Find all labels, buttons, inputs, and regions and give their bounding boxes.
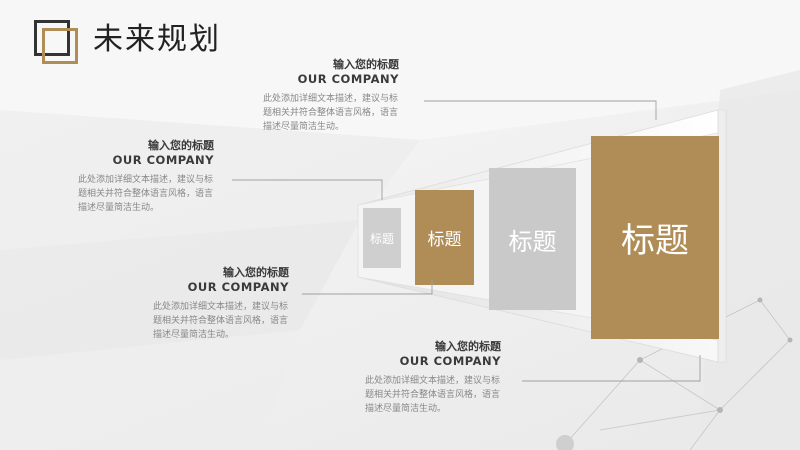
block-1-heading: 输入您的标题 [333, 58, 399, 71]
tile-1-label: 标题 [369, 231, 394, 246]
text-block-4: 输入您的标题 OUR COMPANY 此处添加详细文本描述，建议与标题相关并符合… [365, 340, 501, 416]
block-3-subheading: OUR COMPANY [187, 280, 289, 294]
block-4-subheading: OUR COMPANY [399, 354, 501, 368]
tile-1: 标题 [363, 208, 401, 268]
block-1-body: 此处添加详细文本描述，建议与标题相关并符合整体语言风格，语言描述尽量简洁生动。 [263, 94, 399, 132]
logo-square-front [42, 28, 78, 64]
block-2-subheading: OUR COMPANY [112, 153, 214, 167]
text-block-2: 输入您的标题 OUR COMPANY 此处添加详细文本描述，建议与标题相关并符合… [78, 139, 214, 215]
block-4-body: 此处添加详细文本描述，建议与标题相关并符合整体语言风格，语言描述尽量简洁生动。 [365, 376, 501, 414]
page-title: 未来规划 [93, 22, 221, 57]
block-3-heading: 输入您的标题 [223, 266, 289, 279]
tile-3-label: 标题 [508, 227, 557, 256]
block-2-heading: 输入您的标题 [148, 139, 214, 152]
logo-square-back [34, 20, 70, 56]
tile-4: 标题 [591, 136, 719, 339]
text-block-1: 输入您的标题 OUR COMPANY 此处添加详细文本描述，建议与标题相关并符合… [263, 58, 399, 134]
block-4-heading: 输入您的标题 [435, 340, 501, 353]
block-1-subheading: OUR COMPANY [297, 72, 399, 86]
block-2-body: 此处添加详细文本描述，建议与标题相关并符合整体语言风格，语言描述尽量简洁生动。 [78, 175, 214, 213]
tile-4-label: 标题 [621, 221, 689, 261]
text-block-3: 输入您的标题 OUR COMPANY 此处添加详细文本描述，建议与标题相关并符合… [153, 266, 289, 342]
tile-2-label: 标题 [427, 230, 462, 250]
tile-2: 标题 [415, 190, 474, 285]
block-3-body: 此处添加详细文本描述，建议与标题相关并符合整体语言风格，语言描述尽量简洁生动。 [153, 302, 289, 340]
tile-3: 标题 [489, 168, 576, 310]
